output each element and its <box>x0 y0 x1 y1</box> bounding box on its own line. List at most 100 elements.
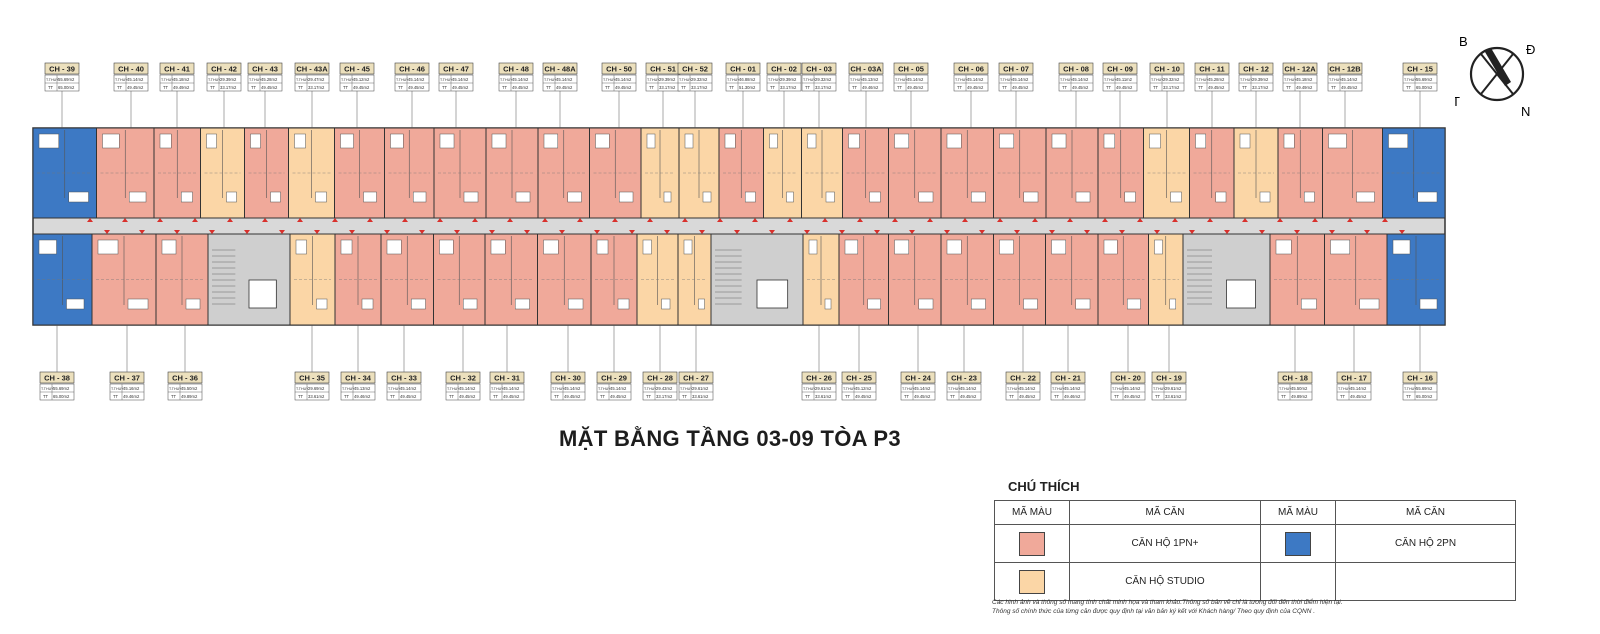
door-marker <box>227 218 233 222</box>
door-marker <box>909 230 915 234</box>
area-tt: 49.45m2 <box>1012 85 1029 90</box>
area-tt: 49.45m2 <box>503 394 520 399</box>
unit-code: CH - 48A <box>544 65 576 74</box>
kitchen-furniture <box>1170 191 1182 203</box>
door-marker <box>962 218 968 222</box>
unit-block <box>485 127 539 219</box>
unit-block <box>334 233 382 326</box>
door-marker <box>804 230 810 234</box>
door-marker <box>559 230 565 234</box>
area-tt: 49.45m2 <box>564 394 581 399</box>
area-tt: 49.45m2 <box>408 85 425 90</box>
unit-block <box>244 127 289 219</box>
unit-code: CH - 11 <box>1199 65 1224 74</box>
door-marker <box>454 230 460 234</box>
door-marker <box>524 230 530 234</box>
area-prefix-thuy: T.THUỶ <box>341 77 354 82</box>
kitchen-furniture <box>1075 191 1091 203</box>
unit-code-box <box>801 62 837 75</box>
area-tt: 33.17m2 <box>656 394 673 399</box>
area-prefix-tt: TT <box>1155 394 1161 399</box>
area-thuy: 45.14m2 <box>127 77 144 82</box>
bed-furniture <box>894 133 909 149</box>
door-marker <box>87 218 93 222</box>
area-prefix-tt: TT <box>1054 394 1060 399</box>
elevator-shaft <box>756 279 789 309</box>
door-marker <box>839 230 845 234</box>
door-marker <box>419 230 425 234</box>
area-prefix-thuy: T.THUỶ <box>342 386 355 391</box>
unit-code: CH - 39 <box>49 65 75 74</box>
door-marker <box>489 230 495 234</box>
kitchen-furniture <box>68 191 89 203</box>
area-thuy: 45.14m2 <box>610 386 627 391</box>
door-marker <box>1207 218 1213 222</box>
area-prefix-tt: TT <box>1009 394 1015 399</box>
area-thuy: 45.13m2 <box>862 77 879 82</box>
area-thuy: 29.69m2 <box>308 386 325 391</box>
unit-code: CH - 09 <box>1107 65 1133 74</box>
area-prefix-thuy: T.THUỶ <box>1240 77 1253 82</box>
area-prefix-tt: TT <box>113 394 119 399</box>
core-wall <box>710 233 804 326</box>
unit-block <box>537 233 592 326</box>
unit-block <box>678 127 720 219</box>
kitchen-furniture <box>661 298 671 310</box>
unit-code-box <box>1194 62 1230 75</box>
bed-furniture <box>1103 133 1115 149</box>
bed-furniture <box>1195 133 1206 149</box>
unit-code: CH - 33 <box>391 374 417 383</box>
area-thuy: 45.14m2 <box>512 77 529 82</box>
unit-block <box>155 233 209 326</box>
bed-furniture <box>1051 133 1067 149</box>
unit-block <box>940 127 994 219</box>
swatch-2pn <box>1285 531 1311 556</box>
area-prefix-tt: TT <box>805 85 811 90</box>
door-marker <box>682 218 688 222</box>
kitchen-furniture <box>226 191 237 203</box>
door-marker <box>1032 218 1038 222</box>
unit-code: CH - 02 <box>771 65 797 74</box>
area-tt: 49.49m2 <box>173 85 190 90</box>
kitchen-furniture <box>971 298 986 310</box>
area-prefix-tt: TT <box>845 394 851 399</box>
area-thuy: 29.61m2 <box>815 386 832 391</box>
area-prefix-tt: TT <box>1331 85 1337 90</box>
compass-label-d: Đ <box>1526 42 1535 57</box>
bed-furniture <box>683 239 693 255</box>
door-marker <box>157 218 163 222</box>
unit-code: CH - 30 <box>555 374 581 383</box>
area-thuy: 45.12m2 <box>855 386 872 391</box>
area-prefix-thuy: T.THUỶ <box>647 77 660 82</box>
unit-block <box>153 127 201 219</box>
area-tt: 33.17m2 <box>815 85 832 90</box>
area-tt: 49.45m2 <box>459 394 476 399</box>
area-thuy: 45.18m2 <box>173 77 190 82</box>
kitchen-furniture <box>515 298 530 310</box>
bed-furniture <box>946 133 962 149</box>
area-thuy: 55.69m2 <box>53 386 70 391</box>
bed-furniture <box>999 239 1014 255</box>
door-marker <box>594 230 600 234</box>
disclaimer-line-1: Các hình ảnh và thông số mang tính chất … <box>992 599 1343 606</box>
area-prefix-tt: TT <box>950 394 956 399</box>
area-prefix-thuy: T.THUỶ <box>1329 77 1342 82</box>
kitchen-furniture <box>185 298 201 310</box>
area-thuy: 45.14m2 <box>503 386 520 391</box>
legend-table: MÃ MÀU MÃ CĂN MÃ MÀU MÃ CĂN CĂN HỘ 1PN+ … <box>994 500 1516 601</box>
area-prefix-thuy: T.THUỶ <box>955 77 968 82</box>
unit-code: CH - 17 <box>1341 374 1367 383</box>
area-thuy: 55.69m2 <box>1416 386 1433 391</box>
unit-code: CH - 06 <box>958 65 984 74</box>
area-prefix-thuy: T.THUỶ <box>41 386 54 391</box>
